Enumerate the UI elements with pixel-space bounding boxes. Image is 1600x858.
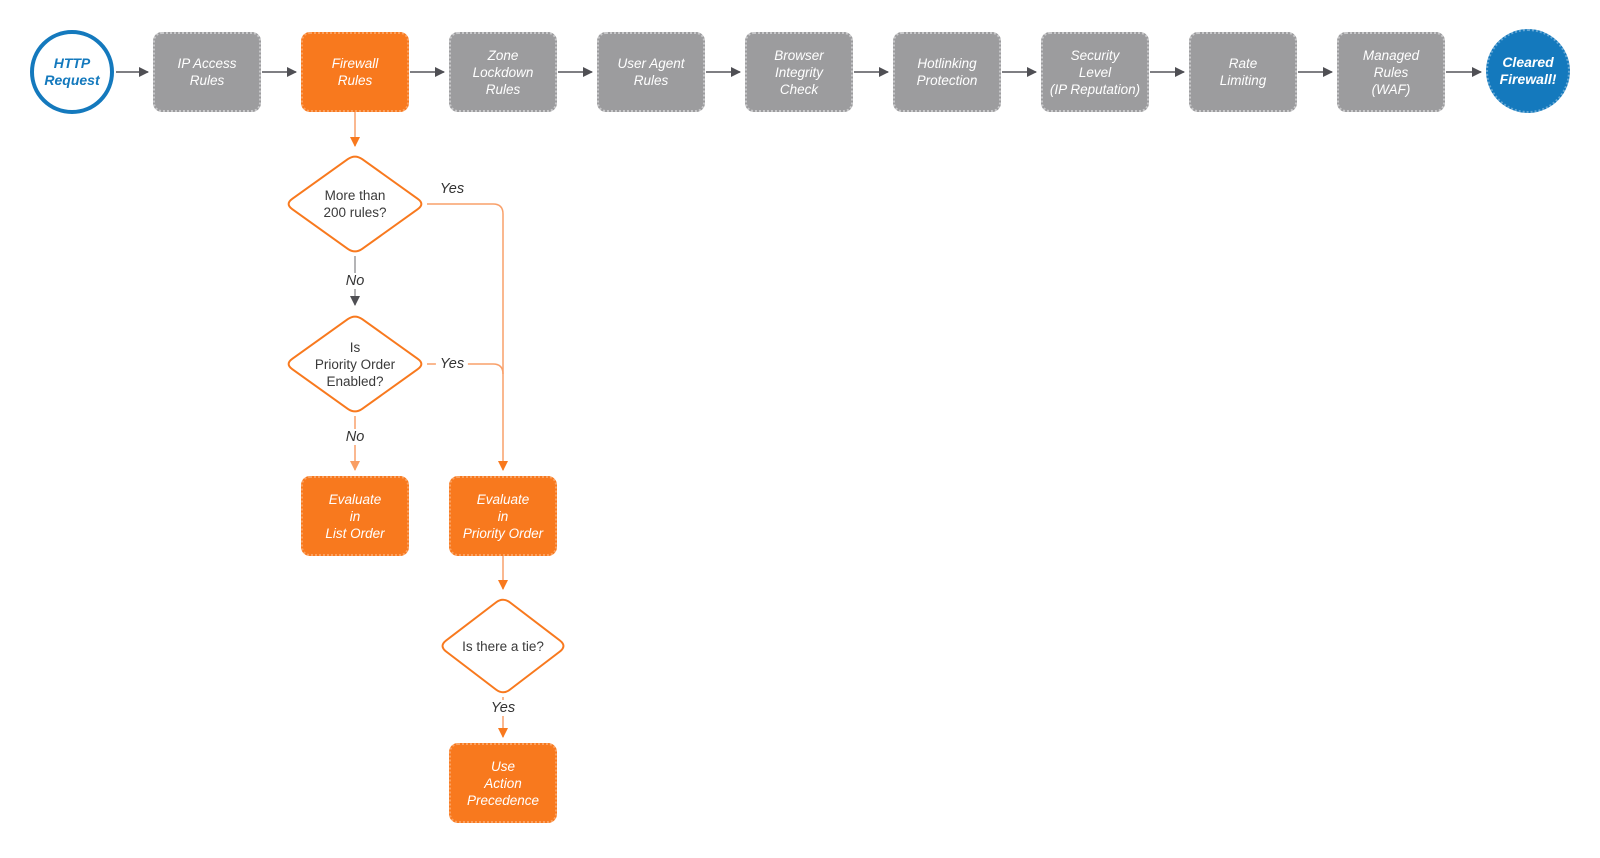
- node-label: Evaluate in Priority Order: [462, 491, 544, 541]
- label-no-d200: No: [341, 273, 369, 289]
- decision-label: Is there a tie?: [462, 638, 544, 654]
- node-cleared-firewall: Cleared Firewall!: [1486, 29, 1570, 113]
- node-label: Use Action Precedence: [466, 758, 540, 808]
- node-label: Evaluate in List Order: [325, 491, 385, 541]
- node-evaluate-in-list-order: Evaluate in List Order: [301, 476, 409, 556]
- decision-more-than-200-rules: More than 200 rules?: [283, 152, 427, 256]
- diamond-shape: [287, 155, 423, 253]
- branch-wires: [350, 112, 508, 738]
- node-firewall-rules: Firewall Rules: [301, 32, 409, 112]
- node-ip-access-rules: IP Access Rules: [153, 32, 261, 112]
- decision-label: Is Priority Order Enabled?: [314, 339, 396, 389]
- label-yes-dtie: Yes: [486, 700, 520, 716]
- node-http-request: HTTP Request: [30, 30, 114, 114]
- node-browser-integrity-check: Browser Integrity Check: [745, 32, 853, 112]
- node-label: Security Level (IP Reputation): [1049, 47, 1141, 97]
- connector-dpriority-yes: [427, 363, 504, 375]
- node-label: Managed Rules (WAF): [1362, 47, 1420, 97]
- node-use-action-precedence: Use Action Precedence: [449, 743, 557, 823]
- node-label: Rate Limiting: [1219, 56, 1267, 88]
- diamond-shape: [441, 598, 565, 694]
- label-yes-dpriority: Yes: [435, 356, 469, 372]
- label-no-dpriority: No: [341, 429, 369, 445]
- node-managed-rules-waf: Managed Rules (WAF): [1337, 32, 1445, 112]
- node-label: User Agent Rules: [617, 56, 685, 88]
- node-label: Zone Lockdown Rules: [472, 47, 534, 97]
- node-label: Hotlinking Protection: [916, 56, 978, 88]
- diamond-shape: [287, 315, 423, 413]
- decision-is-there-a-tie: Is there a tie?: [437, 595, 569, 697]
- node-label: Browser Integrity Check: [774, 47, 824, 97]
- connector-d200-yes: [427, 203, 508, 471]
- node-rate-limiting: Rate Limiting: [1189, 32, 1297, 112]
- node-user-agent-rules: User Agent Rules: [597, 32, 705, 112]
- node-hotlinking-protection: Hotlinking Protection: [893, 32, 1001, 112]
- node-label: IP Access Rules: [177, 56, 237, 88]
- node-evaluate-in-priority-order: Evaluate in Priority Order: [449, 476, 557, 556]
- node-label: Firewall Rules: [331, 56, 379, 88]
- label-yes-d200: Yes: [439, 181, 465, 197]
- node-label: Cleared Firewall!: [1499, 54, 1557, 87]
- decision-priority-order-enabled: Is Priority Order Enabled?: [283, 312, 427, 416]
- node-label: HTTP Request: [44, 55, 100, 88]
- decision-label: More than 200 rules?: [323, 188, 387, 220]
- node-zone-lockdown-rules: Zone Lockdown Rules: [449, 32, 557, 112]
- node-security-level: Security Level (IP Reputation): [1041, 32, 1149, 112]
